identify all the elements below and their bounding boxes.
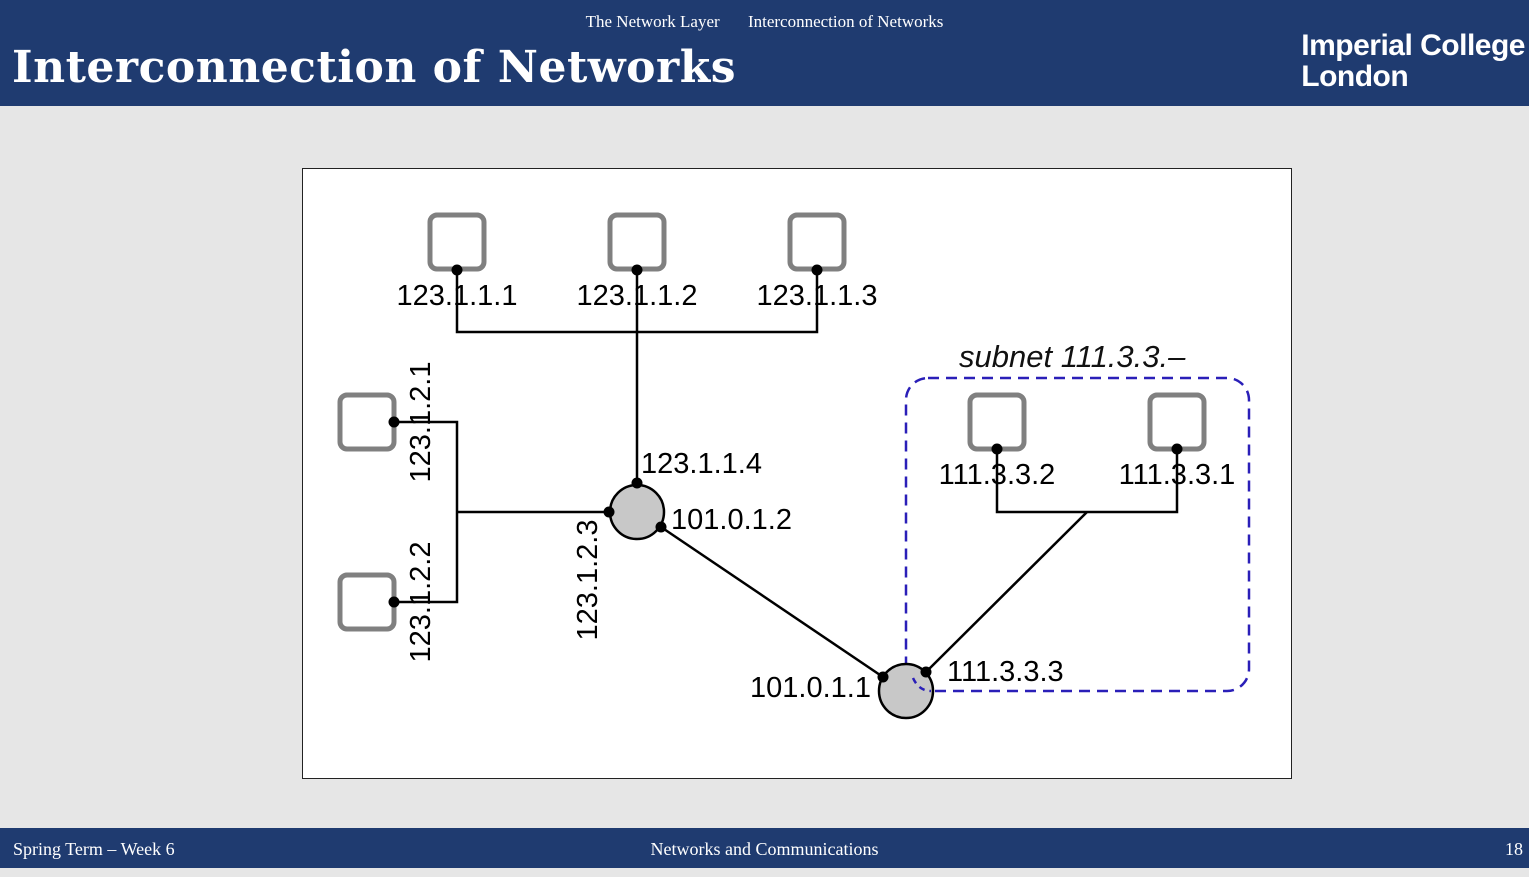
host-123-1-1-3[interactable] [787,212,847,272]
page-number: 18 [1505,839,1523,859]
slide-header: The Network Layer Interconnection of Net… [0,0,1529,106]
subnet-boundary [904,376,1251,693]
footer-term: Spring Term – Week 6 [13,839,175,859]
slide-title: Interconnection of Networks [12,42,736,93]
link-subnet-trunk [925,511,1088,673]
iface-dot-h6 [991,443,1003,455]
host-111-3-3-1[interactable] [1147,392,1207,452]
iface-dot-h1 [451,264,463,276]
label-123-1-1-3: 123.1.1.3 [757,280,878,312]
hosts [337,212,1207,632]
footer-course: Networks and Communications [650,839,879,859]
links [394,270,1179,679]
breadcrumb-section[interactable]: The Network Layer [585,12,720,31]
bottom-strip [0,868,1529,877]
label-123-1-2-2: 123.1.2.2 [405,542,437,663]
breadcrumb: The Network Layer Interconnection of Net… [0,12,1529,32]
breadcrumb-subsection[interactable]: Interconnection of Networks [747,12,944,31]
link-router-router [660,525,884,679]
network-diagram: subnet 111.3.3.– [302,168,1292,779]
iface-dot-h5 [388,596,400,608]
iface-dot-r1-left [603,506,615,518]
iface-dot-r2-left [877,671,889,683]
logo-line-1: Imperial College [1301,29,1525,62]
router-1[interactable] [608,483,666,541]
label-123-1-1-4: 123.1.1.4 [641,448,762,480]
iface-dot-h3 [811,264,823,276]
host-111-3-3-2[interactable] [967,392,1027,452]
iface-dot-r2-right [920,666,932,678]
subnet-boundary-overlay [911,677,932,693]
label-111-3-3-1: 111.3.3.1 [1119,459,1236,491]
address-labels: 123.1.1.1 123.1.1.2 123.1.1.3 123.1.2.1 … [397,280,1236,704]
label-123-1-1-2: 123.1.1.2 [577,280,698,312]
host-123-1-2-2[interactable] [337,572,397,632]
label-111-3-3-2: 111.3.3.2 [939,459,1056,491]
logo-line-2: London [1301,60,1409,93]
iface-dot-h4 [388,416,400,428]
iface-dot-h2 [631,264,643,276]
college-logo: Imperial College London [1301,30,1525,92]
iface-dot-r1-top [631,477,643,489]
iface-dot-h7 [1171,443,1183,455]
label-101-0-1-1: 101.0.1.1 [750,672,871,704]
label-111-3-3-3: 111.3.3.3 [947,656,1064,688]
host-123-1-1-1[interactable] [427,212,487,272]
interface-dots [388,264,1183,683]
host-123-1-2-1[interactable] [337,392,397,452]
host-123-1-1-2[interactable] [607,212,667,272]
label-101-0-1-2: 101.0.1.2 [671,504,792,536]
label-123-1-2-1: 123.1.2.1 [405,362,437,483]
iface-dot-r1-right [655,521,667,533]
diagram-canvas: subnet 111.3.3.– [337,212,1251,720]
router-2[interactable] [877,662,935,720]
label-123-1-1-1: 123.1.1.1 [397,280,518,312]
label-123-1-2-3: 123.1.2.3 [572,520,604,641]
slide-footer: Spring Term – Week 6 Networks and Commun… [0,828,1529,868]
subnet-label: subnet 111.3.3.– [959,339,1186,374]
